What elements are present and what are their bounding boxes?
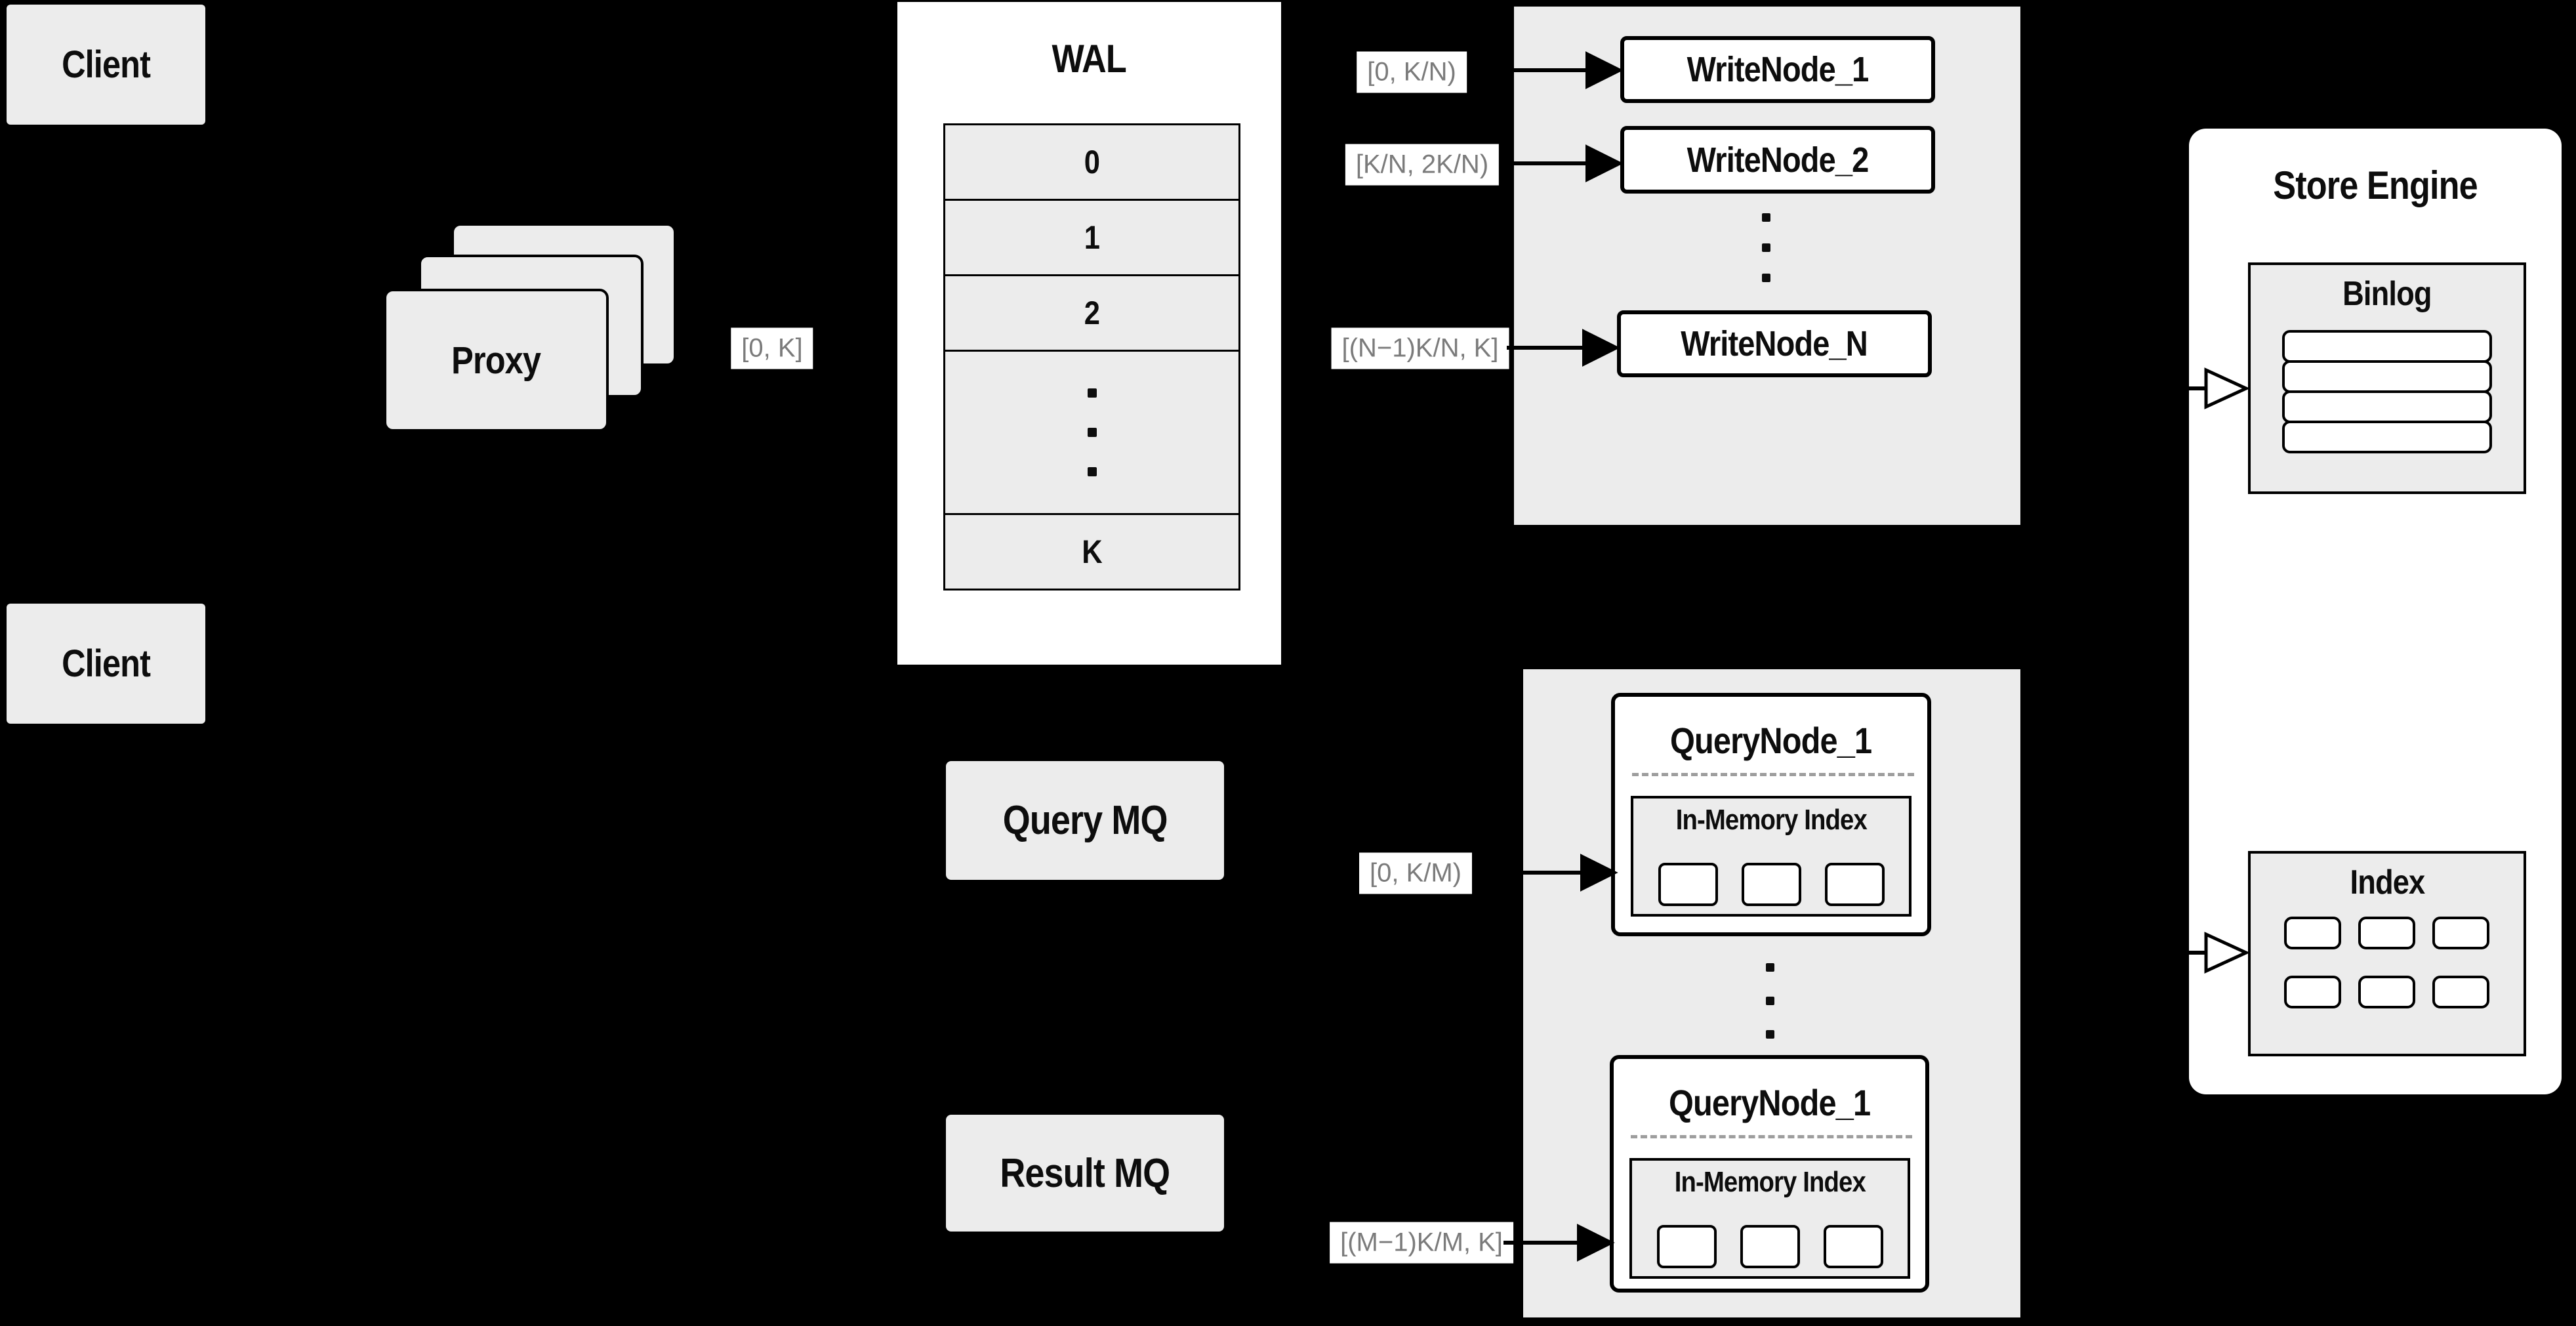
range-label-write-node-1: [0, K/N) [1357, 51, 1467, 93]
write-nodes-group: WriteNode_1 WriteNode_2 WriteNode_N [1514, 7, 2020, 525]
in-memory-index-title: In-Memory Index [1674, 1166, 1866, 1198]
segment-cell [2358, 917, 2415, 949]
index-title: Index [2350, 863, 2425, 901]
wal-row: 2 [945, 274, 1238, 350]
query-node-1: QueryNode_1 In-Memory Index [1611, 693, 1931, 936]
result-mq-node: Result MQ [946, 1115, 1224, 1232]
index-box: Index [2248, 851, 2526, 1056]
wal-row: 1 [945, 199, 1238, 274]
range-label-proxy-to-wal: [0, K] [731, 327, 813, 369]
client-node-top: Client [7, 5, 205, 125]
result-mq-label: Result MQ [1000, 1150, 1171, 1196]
index-segments [1632, 1225, 1908, 1268]
write-node-n: WriteNode_N [1617, 310, 1932, 377]
segment-cell [1656, 1225, 1717, 1268]
proxy-label: Proxy [451, 339, 542, 382]
query-nodes-group: QueryNode_1 In-Memory Index QueryNode_1 [1523, 669, 2020, 1317]
wal-table: 0 1 2 K [943, 123, 1240, 590]
ellipsis-dots [1087, 388, 1097, 476]
in-memory-index-box: In-Memory Index [1629, 1158, 1910, 1279]
query-node-2-title: QueryNode_1 [1668, 1082, 1871, 1123]
index-segments [1633, 863, 1909, 906]
binlog-row [2282, 360, 2492, 393]
proxy-node: Proxy [384, 289, 609, 432]
wal-row-ellipsis [945, 350, 1238, 513]
segment-cell [1740, 1225, 1800, 1268]
range-label-write-node-n: [(N−1)K/N, K] [1331, 327, 1509, 369]
segment-cell [1824, 863, 1885, 906]
segment-cell [1658, 863, 1718, 906]
segment-cell [2358, 976, 2415, 1008]
query-mq-node: Query MQ [946, 761, 1224, 880]
range-label-query-node-2: [(M−1)K/M, K] [1330, 1222, 1513, 1264]
dashed-divider [1631, 1135, 1912, 1138]
segment-cell [2284, 976, 2341, 1008]
index-segments [2284, 917, 2489, 1008]
write-node-1: WriteNode_1 [1620, 36, 1935, 103]
ellipsis-dots [1766, 963, 1774, 1039]
client-node-bottom: Client [7, 604, 205, 724]
store-engine-panel: Store Engine Binlog Index [2189, 129, 2562, 1094]
range-label-query-node-1: [0, K/M) [1359, 852, 1473, 894]
wal-row: K [945, 513, 1238, 589]
wal-row: 0 [945, 125, 1238, 199]
client-bottom-label: Client [62, 642, 151, 685]
query-node-2: QueryNode_1 In-Memory Index [1610, 1055, 1929, 1293]
binlog-row [2282, 330, 2492, 363]
binlog-row [2282, 390, 2492, 423]
client-top-label: Client [62, 43, 151, 86]
segment-cell [2432, 917, 2489, 949]
dashed-divider [1632, 773, 1914, 776]
in-memory-index-title: In-Memory Index [1675, 804, 1867, 836]
binlog-box: Binlog [2248, 262, 2526, 494]
segment-cell [1741, 863, 1801, 906]
query-node-1-title: QueryNode_1 [1670, 720, 1872, 761]
segment-cell [2432, 976, 2489, 1008]
in-memory-index-box: In-Memory Index [1631, 796, 1912, 917]
wal-panel: WAL 0 1 2 K [897, 2, 1281, 665]
segment-cell [2284, 917, 2341, 949]
binlog-row [2282, 421, 2492, 453]
store-engine-title: Store Engine [2273, 163, 2478, 207]
wal-title: WAL [1052, 37, 1127, 81]
range-label-write-node-2: [K/N, 2K/N) [1345, 144, 1500, 186]
query-mq-label: Query MQ [1002, 798, 1168, 843]
binlog-title: Binlog [2342, 275, 2432, 313]
ellipsis-dots [1762, 213, 1770, 282]
write-node-2: WriteNode_2 [1620, 126, 1935, 194]
binlog-rows [2282, 330, 2492, 453]
segment-cell [1823, 1225, 1883, 1268]
